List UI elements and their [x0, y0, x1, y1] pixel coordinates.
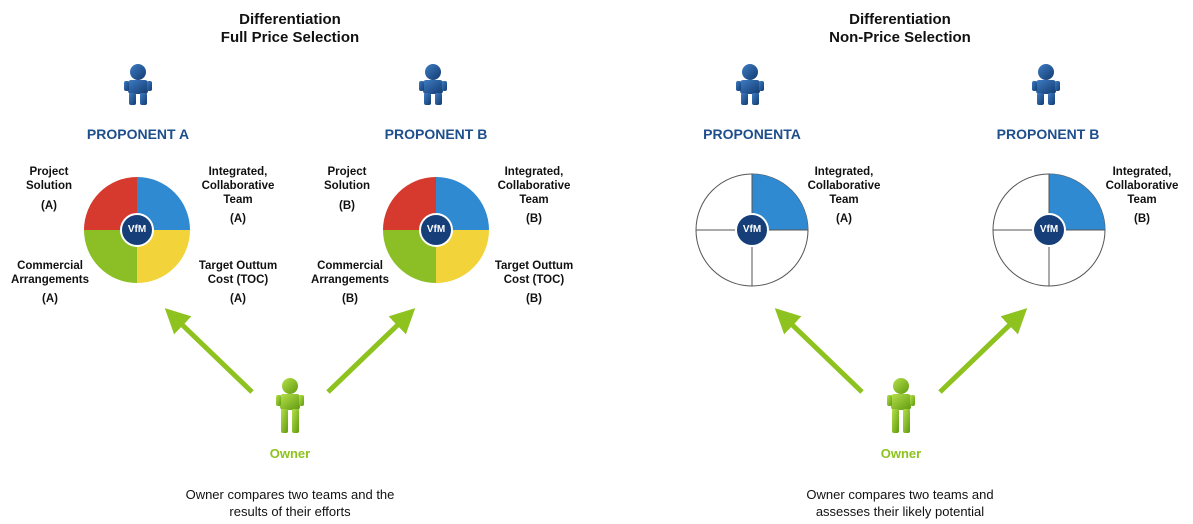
- wheel-b-commercial-segment: [383, 230, 436, 283]
- wheel-b-outline-center-label: VfM: [1039, 224, 1059, 235]
- b-project-solution-label: Project Solution: [324, 166, 370, 192]
- b-team-tag: (B): [526, 213, 542, 225]
- right-proponent-a-label: PROPONENTA: [703, 126, 801, 142]
- wheel-b-outline: [992, 173, 1106, 287]
- right-a-team-tag: (A): [836, 213, 852, 225]
- b-commercial-label: Commercial Arrangements: [311, 260, 389, 286]
- proponent-a-figure-right: [736, 64, 764, 105]
- wheel-b-project-solution-segment: [383, 177, 436, 230]
- b-toc-tag: (B): [526, 293, 542, 305]
- wheel-a-outline-center: [735, 213, 769, 247]
- a-team-tag: (A): [230, 213, 246, 225]
- a-project-solution-tag: (A): [41, 200, 57, 212]
- left-proponent-a-label: PROPONENT A: [86, 126, 190, 142]
- proponent-b-figure-left: [419, 64, 447, 105]
- wheel-a-team-segment: [137, 177, 190, 230]
- arrow-to-a-right: [774, 308, 864, 394]
- b-project-solution-tag: (B): [339, 200, 355, 212]
- left-title-line1: Differentiation: [239, 11, 341, 28]
- left-caption: Owner compares two teams and the results…: [185, 487, 395, 519]
- right-title-line2: Non-Price Selection: [829, 29, 971, 46]
- a-commercial-tag: (A): [42, 293, 58, 305]
- left-title: Differentiation Full Price Selection: [190, 11, 390, 47]
- owner-figure-left: [276, 378, 304, 433]
- arrow-to-b-right: [938, 308, 1028, 394]
- wheel-a-center: [120, 213, 154, 247]
- arrow-to-b-left: [326, 308, 416, 394]
- right-caption: Owner compares two teams and assesses th…: [806, 487, 994, 519]
- right-title-line1: Differentiation: [849, 11, 951, 28]
- proponent-a-figure-left: [124, 64, 152, 105]
- wheel-b-outline-center: [1032, 213, 1066, 247]
- b-toc-label: Target Outtum Cost (TOC): [494, 260, 574, 286]
- arrow-to-a-left: [164, 308, 254, 394]
- left-proponent-b-label: PROPONENT B: [384, 126, 488, 142]
- owner-figure-right: [887, 378, 915, 433]
- wheel-a-commercial-segment: [84, 230, 137, 283]
- a-commercial-label: Commercial Arrangements: [11, 260, 89, 286]
- left-owner-label: Owner: [269, 446, 311, 461]
- wheel-a-project-solution-segment: [84, 177, 137, 230]
- a-project-solution-label: Project Solution: [26, 166, 72, 192]
- wheel-b-center-label: VfM: [426, 224, 446, 235]
- wheel-a-outline-center-label: VfM: [742, 224, 762, 235]
- right-title: Differentiation Non-Price Selection: [800, 11, 1000, 47]
- wheel-b-full: [383, 177, 489, 283]
- b-commercial-tag: (B): [342, 293, 358, 305]
- wheel-a-center-label: VfM: [127, 224, 147, 235]
- a-toc-tag: (A): [230, 293, 246, 305]
- right-proponent-b-label: PROPONENT B: [996, 126, 1100, 142]
- right-b-team-tag: (B): [1134, 213, 1150, 225]
- wheel-b-center: [419, 213, 453, 247]
- wheel-b-outline-team-segment: [1049, 174, 1105, 230]
- wheel-b-team-segment: [436, 177, 489, 230]
- wheel-a-toc-segment: [137, 230, 190, 283]
- b-team-label: Integrated, Collaborative Team: [497, 166, 571, 206]
- wheel-a-outline-team-segment: [752, 174, 808, 230]
- right-b-team-label: Integrated, Collaborative Team: [1105, 166, 1179, 206]
- a-toc-label: Target Outtum Cost (TOC): [198, 260, 278, 286]
- a-team-label: Integrated, Collaborative Team: [201, 166, 275, 206]
- wheel-b-toc-segment: [436, 230, 489, 283]
- right-a-team-label: Integrated, Collaborative Team: [807, 166, 881, 206]
- left-title-line2: Full Price Selection: [220, 29, 360, 46]
- wheel-a-full: [84, 177, 190, 283]
- proponent-b-figure-right: [1032, 64, 1060, 105]
- right-owner-label: Owner: [880, 446, 922, 461]
- wheel-a-outline: [695, 173, 809, 287]
